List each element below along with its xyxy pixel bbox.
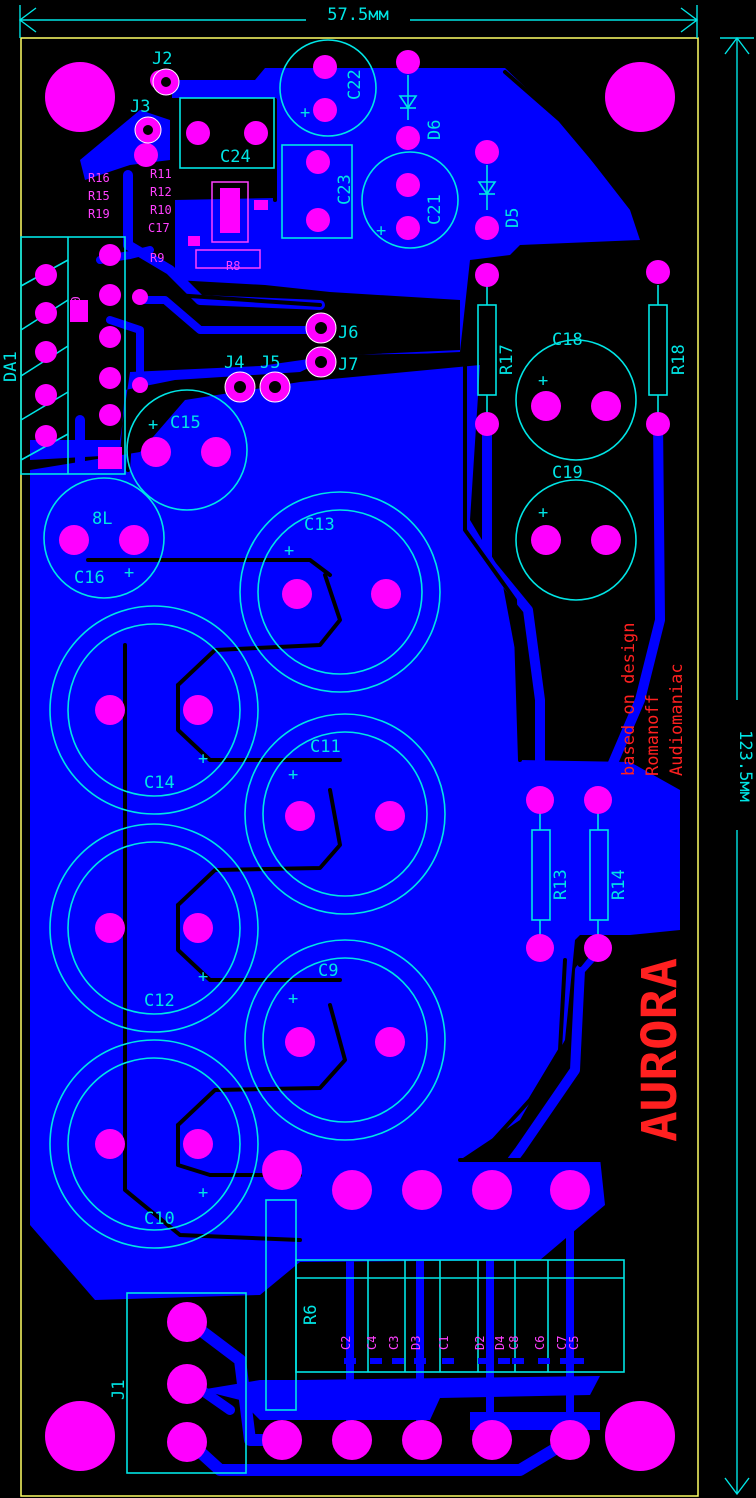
- bridge-label: C5: [567, 1336, 581, 1350]
- c24-label: C24: [220, 147, 251, 167]
- width-label: 57.5мм: [327, 5, 388, 25]
- da1-label: DA1: [1, 351, 21, 382]
- bridge-label: C3: [387, 1336, 401, 1350]
- credit-line-2: Romanoff: [643, 694, 663, 776]
- bridge-pad-stub: [442, 1358, 454, 1364]
- svg-text:+: +: [538, 371, 548, 391]
- c11-label: C11: [310, 737, 341, 757]
- mounting-holes: [45, 62, 675, 1471]
- copper-gaps: [86, 70, 647, 1242]
- bridge-pad-stub: [414, 1358, 426, 1364]
- bridge-label: C2: [339, 1336, 353, 1350]
- mounting-hole-bl: [45, 1401, 115, 1471]
- height-label: 123.5мм: [735, 730, 755, 802]
- c10-label: C10: [144, 1209, 175, 1229]
- bridge-label: C1: [437, 1336, 451, 1350]
- bridge-label: C6: [533, 1336, 547, 1350]
- height-dimension: 123.5мм: [720, 36, 755, 1496]
- j4-label: J4: [224, 353, 244, 373]
- credit-line-3: Audiomaniac: [667, 663, 687, 776]
- c12-label: C12: [144, 991, 175, 1011]
- bridge-pad-stub: [512, 1358, 524, 1364]
- j3-label: J3: [130, 97, 150, 117]
- bridge-pad-stub: [560, 1358, 572, 1364]
- svg-text:+: +: [538, 503, 548, 523]
- bridge-label: D2: [473, 1336, 487, 1350]
- credit-line-1: based on design: [619, 622, 639, 776]
- c14-label: C14: [144, 773, 175, 793]
- r13-label: R13: [551, 869, 571, 900]
- smd-label: R19: [88, 207, 110, 221]
- board-outline: [20, 37, 699, 1497]
- svg-text:+: +: [198, 1183, 208, 1203]
- mounting-hole-tl: [45, 62, 115, 132]
- credit-block: based on design Romanoff Audiomaniac: [619, 622, 687, 776]
- smd-label: R15: [88, 189, 110, 203]
- silkscreen: + C22 + C21 C23 C24 D6 D5 R17 R18 +: [1, 39, 689, 1474]
- svg-text:+: +: [300, 103, 310, 123]
- c15-label: C15: [170, 413, 201, 433]
- mounting-hole-br: [605, 1401, 675, 1471]
- pads: [35, 50, 670, 1462]
- smd-label: R16: [88, 171, 110, 185]
- bridge-pad-stub: [392, 1358, 404, 1364]
- j2-label: J2: [152, 49, 172, 69]
- r14-label: R14: [609, 869, 629, 900]
- svg-text:+: +: [124, 563, 134, 583]
- d6-label: D6: [425, 120, 445, 140]
- c22-label: C22: [345, 69, 365, 100]
- c23-label: C23: [335, 174, 355, 205]
- smd-label: C17: [148, 221, 170, 235]
- smd-label: R8: [226, 259, 240, 273]
- svg-text:+: +: [288, 765, 298, 785]
- smd-label: R12: [150, 185, 172, 199]
- svg-text:+: +: [198, 749, 208, 769]
- svg-text:+: +: [288, 989, 298, 1009]
- j6-label: J6: [338, 323, 358, 343]
- d5-label: D5: [503, 208, 523, 228]
- bridge-label: D4: [493, 1336, 507, 1350]
- c16-label: C16: [74, 568, 105, 588]
- mounting-hole-tr: [605, 62, 675, 132]
- bridge-pad-stub: [572, 1358, 584, 1364]
- bridge-pad-stub: [498, 1358, 510, 1364]
- smd-labels: R16R15R19R11R12R10C17R8R9C20: [69, 167, 240, 318]
- smd-label: R10: [150, 203, 172, 217]
- j1-label: J1: [109, 1380, 129, 1400]
- bridge-pad-stub: [538, 1358, 550, 1364]
- bridge-label: D3: [409, 1336, 423, 1350]
- svg-text:+: +: [284, 541, 294, 561]
- j5-label: J5: [260, 353, 280, 373]
- c18-label: C18: [552, 330, 583, 350]
- bridge-label: C4: [365, 1336, 379, 1350]
- svg-text:+: +: [376, 221, 386, 241]
- r18-label: R18: [669, 344, 689, 375]
- smd-label: R11: [150, 167, 172, 181]
- brand-label: AURORA: [632, 958, 688, 1142]
- c9-label: C9: [318, 961, 338, 981]
- c19-label: C19: [552, 463, 583, 483]
- smd-label: R9: [150, 251, 164, 265]
- bridge-pad-stub: [478, 1358, 490, 1364]
- bridge-label: C7: [555, 1336, 569, 1350]
- r6-label: R6: [301, 1305, 321, 1325]
- svg-text:+: +: [198, 967, 208, 987]
- bridge-pad-stub: [370, 1358, 382, 1364]
- j7-label: J7: [338, 355, 358, 375]
- bridge-label: C8: [507, 1336, 521, 1350]
- r17-label: R17: [497, 344, 517, 375]
- c16-small-label: 8L: [92, 509, 112, 529]
- c13-label: C13: [304, 515, 335, 535]
- width-dimension: 57.5мм: [18, 5, 699, 38]
- svg-text:+: +: [148, 415, 158, 435]
- bridge-pad-stub: [344, 1358, 356, 1364]
- c21-label: C21: [425, 194, 445, 225]
